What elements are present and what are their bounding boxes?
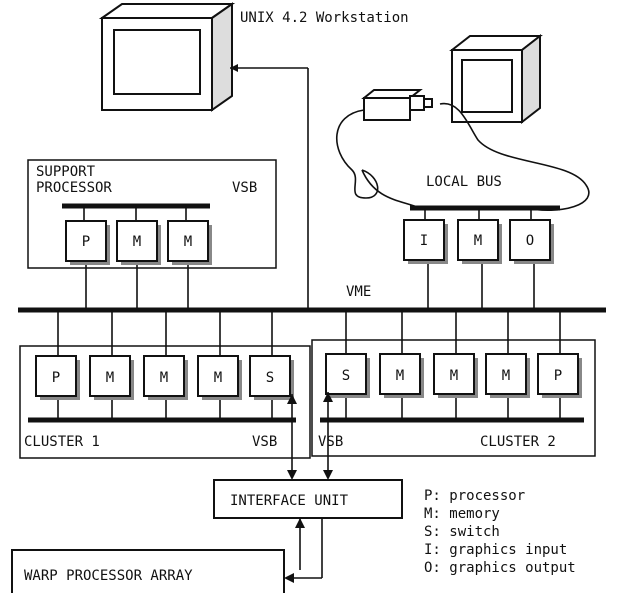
local-module-m: M: [458, 208, 502, 310]
switch-1-arrow-down: [287, 470, 297, 480]
cluster-2-module-m3-label: M: [502, 368, 510, 384]
cluster-2-module-m2-label: M: [450, 368, 458, 384]
legend-item-memory: M: memory: [424, 506, 500, 522]
cluster-2-module-p-label: P: [554, 368, 562, 384]
legend-item-graphics-input: I: graphics input: [424, 542, 567, 558]
support-label-line1: SUPPORT: [36, 164, 96, 180]
cluster-1-label: CLUSTER 1: [24, 434, 100, 450]
cluster-2-bus-label: VSB: [318, 434, 343, 450]
support-module-p: P: [66, 206, 110, 310]
local-module-o-label: O: [526, 233, 534, 249]
cluster-1-module-m2-label: M: [160, 370, 168, 386]
cluster-1-module-p-label: P: [52, 370, 60, 386]
cluster-2-module-m1-label: M: [396, 368, 404, 384]
cluster-2-label: CLUSTER 2: [480, 434, 556, 450]
support-bus-label: VSB: [232, 180, 257, 196]
cluster-1-module-m1-label: M: [106, 370, 114, 386]
legend-item-graphics-output: O: graphics output: [424, 560, 576, 576]
legend-item-processor: P: processor: [424, 488, 525, 504]
local-bus-label: LOCAL BUS: [426, 174, 502, 190]
cluster-1-module-s-label: S: [266, 370, 274, 386]
interface-up-arrow: [295, 518, 305, 528]
warp-input-arrow: [284, 573, 294, 583]
warp-array-label: WARP PROCESSOR ARRAY: [24, 568, 193, 584]
camera-icon: [364, 90, 432, 120]
workstation-icon: [102, 4, 232, 110]
cluster-1-bus-label: VSB: [252, 434, 277, 450]
vme-label: VME: [346, 284, 371, 300]
support-module-m2-label: M: [184, 234, 192, 250]
local-module-i: I: [404, 208, 448, 310]
support-label-line2: PROCESSOR: [36, 180, 112, 196]
local-module-m-label: M: [474, 233, 482, 249]
cluster-1-module-m3-label: M: [214, 370, 222, 386]
support-module-m1: M: [117, 206, 161, 310]
support-module-m2: M: [168, 206, 212, 310]
workstation-title: UNIX 4.2 Workstation: [240, 10, 409, 26]
cluster-2-module-s-label: S: [342, 368, 350, 384]
local-module-i-label: I: [420, 233, 428, 249]
local-module-o: O: [510, 208, 554, 310]
interface-unit-label: INTERFACE UNIT: [230, 493, 349, 509]
legend-item-switch: S: switch: [424, 524, 500, 540]
support-module-p-label: P: [82, 234, 90, 250]
graphics-monitor-icon: [452, 36, 540, 122]
switch-2-arrow-down: [323, 470, 333, 480]
support-module-m1-label: M: [133, 234, 141, 250]
legend: P: processor M: memory S: switch I: grap…: [424, 488, 576, 576]
